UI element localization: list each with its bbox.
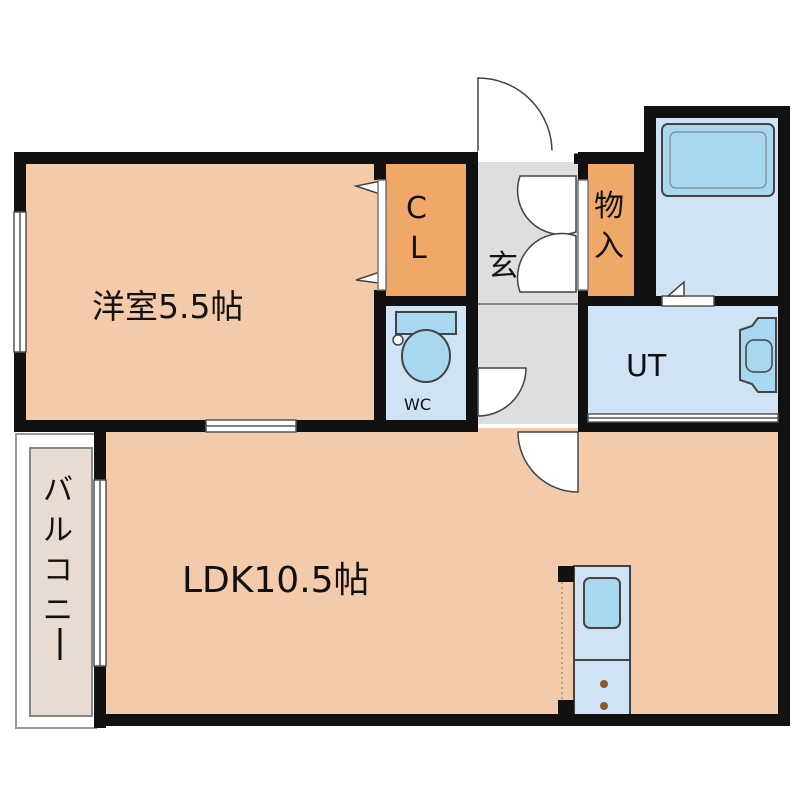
- walls: [14, 106, 790, 728]
- toilet-label: WC: [404, 395, 431, 414]
- utility-label: UT: [626, 349, 667, 384]
- toilet-bowl: [401, 329, 451, 383]
- closet-label-l: L: [410, 231, 427, 266]
- balcony-char-2: ル: [43, 513, 73, 548]
- ldk-floor: [102, 428, 778, 716]
- balcony-label: バ ル コ ニ: [43, 473, 73, 660]
- doors: [353, 77, 685, 493]
- washbasin-bowl: [745, 339, 773, 373]
- balcony-floor: [29, 447, 93, 717]
- stove-burner-2: [600, 702, 608, 710]
- windows: [13, 211, 779, 667]
- entrance-label: 玄: [488, 249, 518, 284]
- storage-label-2: 入: [594, 229, 624, 264]
- closet-label-c: C: [406, 191, 427, 226]
- toilet-flush: [392, 334, 404, 346]
- bathtub-inner: [669, 131, 767, 189]
- ldk-label: LDK10.5帖: [182, 560, 370, 601]
- closet-floor: [384, 162, 468, 298]
- kitchen-sink: [583, 577, 621, 629]
- storage-label-1: 物: [594, 189, 624, 224]
- balcony-char-1: バ: [43, 473, 73, 508]
- western-room-label: 洋室5.5帖: [92, 287, 243, 326]
- western-room-floor: [24, 162, 378, 422]
- storage-floor: [584, 162, 636, 298]
- balcony-char-4: ニ: [43, 593, 73, 628]
- stove-burner-1: [600, 680, 608, 688]
- balcony-char-3: コ: [43, 553, 73, 588]
